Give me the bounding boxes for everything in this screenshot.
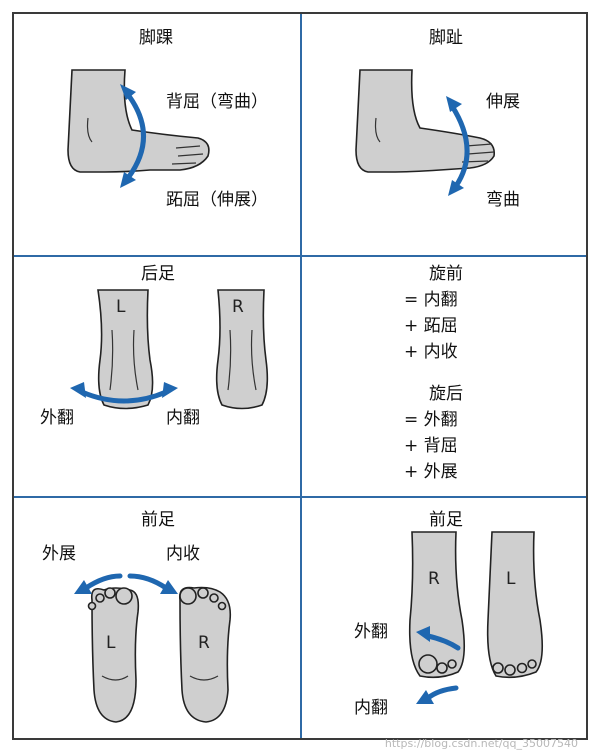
forefoot2-title: 前足: [429, 510, 463, 530]
pronation-line: + 内收: [404, 342, 458, 362]
forefoot1-foot-right-label: R: [198, 633, 210, 653]
toes-flexion-label: 弯曲: [486, 190, 520, 210]
pronation-title: 旋前: [429, 264, 463, 284]
forefoot1-adduction-label: 内收: [166, 544, 200, 564]
pronation-line: + 跖屈: [404, 316, 458, 336]
horizontal-divider-1: [14, 255, 586, 257]
diagram-grid: [12, 12, 588, 740]
forefoot2-upper-arrow: [416, 626, 461, 651]
horizontal-divider-2: [14, 496, 586, 498]
toes-arrow: [446, 96, 470, 196]
hindfoot-right-illustration: R: [215, 289, 269, 410]
vertical-divider: [300, 14, 302, 738]
ankle-arrow: [120, 84, 146, 188]
toes-foot-illustration: [355, 69, 496, 173]
forefoot2-lower-arrow: [416, 685, 459, 704]
forefoot1-arrow: [74, 573, 178, 594]
ankle-title: 脚踝: [139, 28, 173, 48]
toes-extension-label: 伸展: [486, 92, 520, 112]
ankle-plantarflexion-label: 跖屈（伸展）: [166, 190, 268, 210]
toes-title: 脚趾: [429, 28, 463, 48]
supination-line: + 背屈: [404, 436, 458, 456]
forefoot1-right-illustration: R: [178, 586, 232, 723]
hindfoot-left-illustration: L: [97, 289, 154, 410]
forefoot2-eversion-label: 外翻: [354, 622, 388, 642]
forefoot1-foot-left-label: L: [106, 633, 116, 653]
hindfoot-foot-right-label: R: [232, 297, 244, 317]
forefoot1-left-illustration: L: [87, 587, 140, 723]
ankle-dorsiflexion-label: 背屈（弯曲）: [166, 92, 268, 112]
watermark: https://blog.csdn.net/qq_35007540: [384, 737, 578, 750]
forefoot2-left-illustration: L: [486, 531, 544, 679]
hindfoot-title: 后足: [141, 264, 175, 284]
forefoot2-inversion-label: 内翻: [354, 698, 388, 718]
hindfoot-inversion-label: 内翻: [166, 408, 200, 428]
forefoot1-abduction-label: 外展: [42, 544, 76, 564]
supination-line: = 外翻: [404, 410, 458, 430]
forefoot2-right-illustration: R: [408, 531, 466, 679]
hindfoot-foot-left-label: L: [116, 297, 126, 317]
hindfoot-eversion-label: 外翻: [40, 408, 74, 428]
forefoot1-title: 前足: [141, 510, 175, 530]
supination-line: + 外展: [404, 462, 458, 482]
forefoot2-foot-right-label: L: [506, 569, 516, 589]
ankle-foot-illustration: [67, 69, 210, 173]
supination-title: 旋后: [429, 384, 463, 404]
pronation-line: = 内翻: [404, 290, 458, 310]
hindfoot-arrow: [70, 382, 178, 404]
forefoot2-foot-left-label: R: [428, 569, 440, 589]
